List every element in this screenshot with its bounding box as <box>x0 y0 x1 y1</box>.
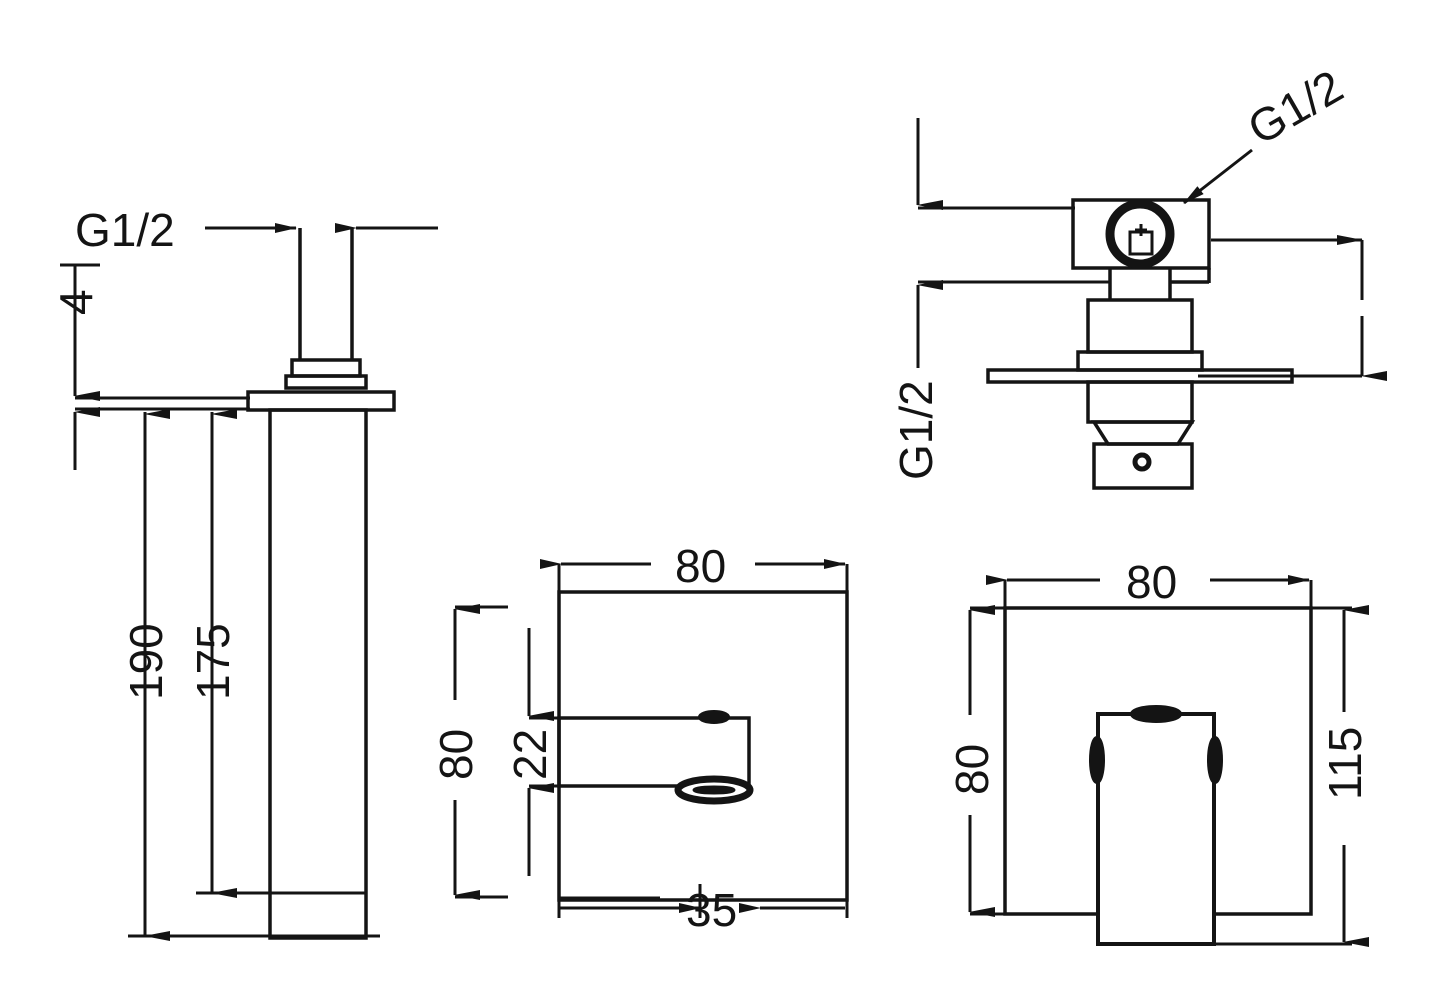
lever-left-boss <box>1089 736 1105 784</box>
label-4-plate-thickness: 4 <box>50 289 102 315</box>
spout-top-boss <box>698 710 730 724</box>
spout-block <box>557 716 751 788</box>
view-right-front-elevation <box>968 575 1369 947</box>
label-175-spout-height: 175 <box>187 623 239 700</box>
spout-tube-body <box>268 408 368 940</box>
inlet-collar-lower <box>284 374 368 390</box>
lever-right-boss <box>1207 736 1223 784</box>
label-80-center-width: 80 <box>675 540 726 592</box>
mixer-lever-handle <box>1096 712 1216 946</box>
label-80-right-width: 80 <box>1126 556 1177 608</box>
valve-base-block <box>1092 442 1194 490</box>
lever-top-boss <box>1130 705 1182 723</box>
valve-set-screw-hole <box>1132 452 1152 472</box>
label-80-center-height: 80 <box>430 729 482 780</box>
label-115-lever-height: 115 <box>1319 727 1371 800</box>
label-190-overall-height: 190 <box>120 623 172 700</box>
label-22-spout-offset: 22 <box>504 729 556 780</box>
aerator-inner <box>692 785 736 795</box>
view-left-side-elevation <box>60 223 438 941</box>
label-g12-left-view: G1/2 <box>75 204 175 256</box>
view-valve-body-detail <box>916 118 1387 490</box>
view-center-front-elevation <box>453 559 849 918</box>
label-80-right-height: 80 <box>946 744 998 795</box>
label-35-projection: 35 <box>686 884 737 936</box>
g12-diagonal-leader <box>1183 148 1253 205</box>
label-g12-valve-left: G1/2 <box>890 380 942 480</box>
